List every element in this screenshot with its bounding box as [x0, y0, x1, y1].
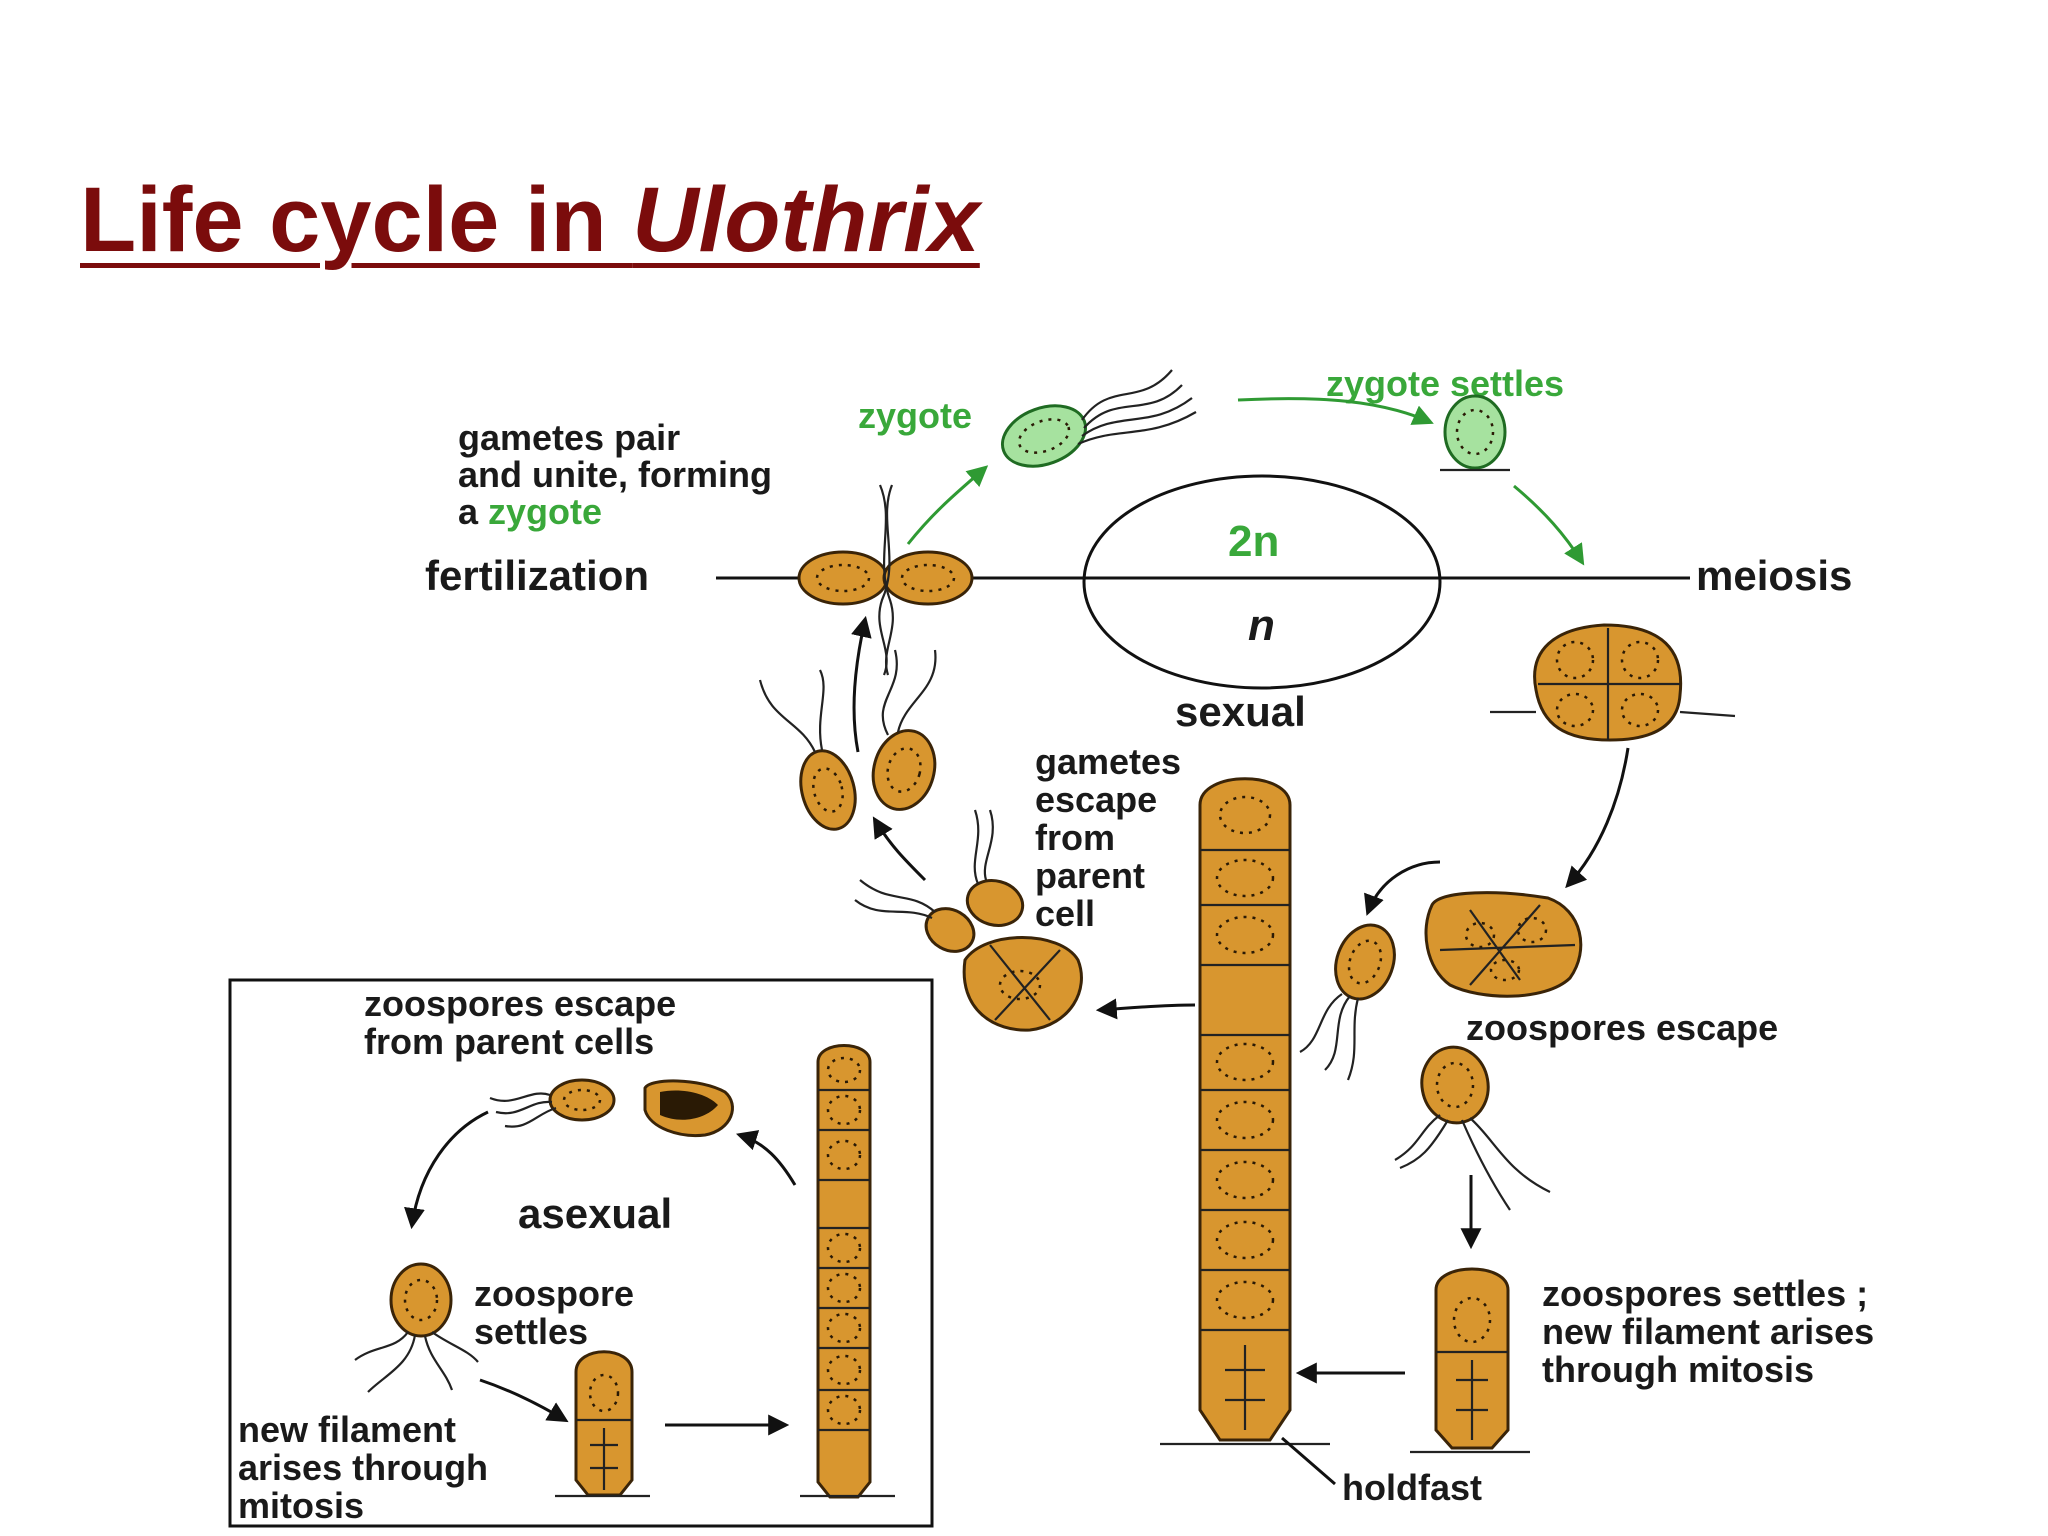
swimming-gamete-1-texture: [812, 767, 844, 813]
swimming-gamete-flagella: [758, 649, 937, 753]
inset-escape-label-1: zoospores escape: [364, 983, 676, 1024]
fusing-gamete-left: [797, 550, 889, 606]
haploid-label: n: [1248, 601, 1275, 650]
gametes-pair-label-3: a zygote: [458, 491, 602, 532]
zoospores-settles-label-2: new filament arises: [1542, 1311, 1874, 1352]
inset-mature-filament: [800, 1044, 895, 1499]
zygote-label: zygote: [858, 395, 972, 436]
inset-zoospore-escaping-flagella: [489, 1092, 557, 1128]
main-filament: [1160, 777, 1330, 1446]
arrow-to-zygote-settles: [1237, 397, 1434, 425]
fertilization-label: fertilization: [425, 552, 649, 599]
arrow-gametes-to-fertilization: [851, 615, 872, 753]
gametes-escape-label-1: gametes: [1035, 741, 1181, 782]
zoospore-settles-label-1: zoospore: [474, 1273, 634, 1314]
inset-settling-zoospore: [389, 1262, 453, 1338]
title-text: Life cycle in: [80, 169, 633, 271]
arrow-gamete-release-to-swimming: [872, 816, 927, 882]
inset-settling-zoospore-flagella: [354, 1331, 479, 1393]
released-zoospore-2-flagella: [1394, 1114, 1551, 1211]
zoospores-escape-right-label: zoospores escape: [1466, 1007, 1778, 1048]
zygote-flagella: [1077, 369, 1197, 446]
new-filament-label-2: arises through: [238, 1447, 488, 1488]
gametes-pair-label-3b: zygote: [488, 491, 602, 532]
swimming-gamete-2-texture: [886, 747, 922, 793]
fusing-gamete-flagella: [878, 484, 894, 676]
released-zoospore-2: [1420, 1045, 1490, 1125]
ploidy-ellipse: [1082, 474, 1442, 690]
fusing-gamete-right-texture: [900, 563, 956, 593]
gametes-escape-label-3: from: [1035, 817, 1115, 858]
inset-arrow-zoospore-to-filament: [479, 1378, 569, 1423]
meiosis-tetrad: [1490, 623, 1736, 742]
zygote-cell: [1000, 404, 1088, 468]
gamete-release-cell: [962, 936, 1083, 1032]
arrow-zygote-to-gametes-pair: [906, 465, 989, 545]
swimming-gamete-2: [871, 729, 937, 811]
released-zoospore-1: [1334, 923, 1396, 1001]
page-title: Life cycle in Ulothrix: [80, 169, 980, 271]
inset-zoospore-escaping: [548, 1078, 616, 1122]
gametes-pair-label-3a: a: [458, 491, 488, 532]
released-zoospore-1-flagella: [1299, 993, 1360, 1081]
holdfast-leader: [1281, 1436, 1336, 1486]
inset-arrow-filament-to-release: [736, 1130, 797, 1186]
zoospore-release-cell: [1424, 891, 1583, 998]
inset-arrow-escape-to-swim: [404, 1110, 489, 1230]
fusing-gamete-left-texture: [815, 563, 871, 593]
released-zoospore-1-texture: [1347, 939, 1383, 985]
zygote-settles-label: zygote settles: [1326, 363, 1564, 404]
gametes-pair-label-2: and unite, forming: [458, 454, 772, 495]
holdfast-label: holdfast: [1342, 1467, 1482, 1508]
zygote-cell-texture: [1017, 418, 1071, 454]
inset-empty-parent-cell: [643, 1079, 734, 1138]
new-filament-label-1: new filament: [238, 1409, 456, 1450]
diploid-label: 2n: [1228, 517, 1279, 566]
inset-zoospore-escaping-texture: [562, 1088, 602, 1112]
inset-escape-label-2: from parent cells: [364, 1021, 654, 1062]
zoospores-settles-label-3: through mitosis: [1542, 1349, 1814, 1390]
arrow-meiosis-to-release: [1565, 747, 1630, 889]
gametes-escape-label-5: cell: [1035, 893, 1095, 934]
escaping-gamete-2: [965, 879, 1025, 927]
swimming-gamete-1: [799, 749, 857, 831]
settled-zygote-texture: [1455, 408, 1495, 456]
asexual-label: asexual: [518, 1190, 672, 1237]
released-zoospore-2-texture: [1435, 1061, 1475, 1109]
title-genus: Ulothrix: [632, 169, 980, 271]
arrow-to-meiosis: [1513, 484, 1585, 566]
escaping-gamete-flagella: [854, 809, 994, 919]
zoospore-settles-label-2: settles: [474, 1311, 588, 1352]
gametes-pair-label-1: gametes pair: [458, 417, 680, 458]
sexual-label: sexual: [1175, 688, 1306, 735]
fusing-gamete-right: [882, 550, 974, 606]
arrow-filament-to-gamete-release: [1095, 998, 1196, 1020]
inset-settling-zoospore-texture: [403, 1278, 439, 1322]
gametes-escape-label-2: escape: [1035, 779, 1157, 820]
asexual-inset-box: [228, 978, 934, 1528]
settled-zygote-cell: [1443, 394, 1507, 470]
settled-young-filament-right: [1410, 1267, 1530, 1454]
gametes-escape-label-4: parent: [1035, 855, 1145, 896]
meiosis-label: meiosis: [1696, 552, 1852, 599]
arrow-release-to-zoospore: [1364, 860, 1441, 916]
inset-young-filament: [555, 1350, 650, 1498]
new-filament-label-3: mitosis: [238, 1485, 364, 1526]
zoospores-settles-label-1: zoospores settles ;: [1542, 1273, 1868, 1314]
